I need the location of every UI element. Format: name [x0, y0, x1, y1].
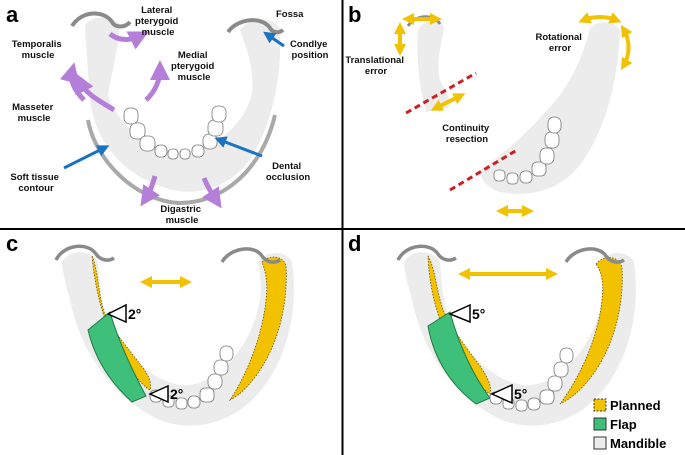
indicator-arrows — [63, 31, 285, 170]
label-translational: Translational error — [345, 55, 406, 77]
panel-letter-c: c — [6, 231, 18, 256]
legend-swatch-planned — [593, 398, 607, 412]
panel-letter-a: a — [6, 2, 19, 27]
soft-tissue-contour — [86, 114, 277, 206]
angle-label-bottom-d: 5° — [514, 386, 527, 402]
fossa-d-right — [564, 247, 625, 264]
medial-pterygoid-arrow — [144, 60, 170, 102]
angle-label-top-c: 2° — [128, 306, 141, 322]
angle-marker-bottom-d — [490, 383, 513, 405]
panel-letter-d: d — [348, 231, 361, 256]
error-arrows — [394, 12, 633, 217]
dental-arrow — [214, 136, 263, 158]
fossa-d-left — [396, 244, 457, 262]
legend-swatch-flap — [593, 417, 607, 431]
planned-overlay-left — [91, 255, 151, 391]
panel-c: c 2° 2° — [6, 231, 294, 426]
teeth-row-c — [149, 345, 234, 410]
label-fossa: Fossa — [276, 9, 304, 20]
condyle-arrow — [263, 31, 285, 48]
label-soft-tissue: Soft tissue contour — [10, 172, 61, 194]
legend-label-mandible: Mandible — [610, 436, 666, 451]
panel-letter-b: b — [348, 2, 361, 27]
legend: Planned Flap Mandible — [593, 398, 666, 451]
teeth-row — [123, 105, 227, 160]
angle-marker-bottom-c — [148, 384, 169, 404]
angle-label-bottom-c: 2° — [170, 386, 183, 402]
label-rotational: Rotational error — [535, 32, 584, 54]
panel-b: b Translational error Rotational error C… — [345, 2, 633, 217]
fossa-right — [226, 18, 285, 35]
panel-d: d 5° 5° Planned Flap Mandible — [348, 231, 666, 451]
panel-a: a Temporalis muscle Lateral pterygoid mu… — [6, 2, 330, 226]
rotational-arrow-side — [620, 24, 633, 71]
rotational-arrow-top — [578, 12, 622, 24]
label-medial-pterygoid: Medial pterygoid muscle — [171, 50, 217, 83]
angle-marker-top-c — [106, 303, 127, 324]
fossa-left — [70, 11, 132, 29]
digastric-arrow-left — [140, 175, 160, 207]
label-digastric: Digastric muscle — [160, 204, 203, 226]
teeth-row-b — [493, 116, 562, 185]
fossa-c-left — [54, 244, 115, 262]
soft-tissue-arrow — [63, 145, 110, 170]
angle-label-top-d: 5° — [472, 306, 485, 322]
label-dental: Dental occlusion — [266, 161, 311, 183]
label-condyle: Condlye position — [290, 39, 330, 61]
planned-overlay-right-d — [559, 257, 623, 405]
legend-label-planned: Planned — [610, 398, 661, 413]
temporalis-arrow — [59, 62, 86, 102]
planned-overlay-right — [228, 256, 287, 402]
legend-swatch-mandible — [593, 436, 607, 450]
muscle-arrows — [59, 31, 222, 209]
digastric-arrow-right — [201, 177, 222, 209]
label-continuity: Continuity resection — [442, 123, 492, 145]
masseter-arrow — [75, 73, 116, 113]
label-masseter: Masseter muscle — [12, 102, 56, 124]
lateral-pterygoid-arrow — [108, 31, 149, 50]
mandible-segment-ramus — [417, 20, 450, 112]
flap-segment-c — [87, 311, 147, 403]
fossa-c-right — [220, 247, 281, 264]
resection-line-upper — [405, 71, 477, 115]
resection-arrow — [430, 93, 466, 111]
mandible-shape — [85, 17, 281, 192]
angle-marker-top-d — [448, 303, 471, 324]
legend-label-flap: Flap — [610, 417, 637, 432]
resection-line-lower — [449, 148, 518, 192]
label-lateral-pterygoid: Lateral pterygoid muscle — [135, 5, 181, 38]
label-temporalis: Temporalis muscle — [12, 39, 65, 61]
